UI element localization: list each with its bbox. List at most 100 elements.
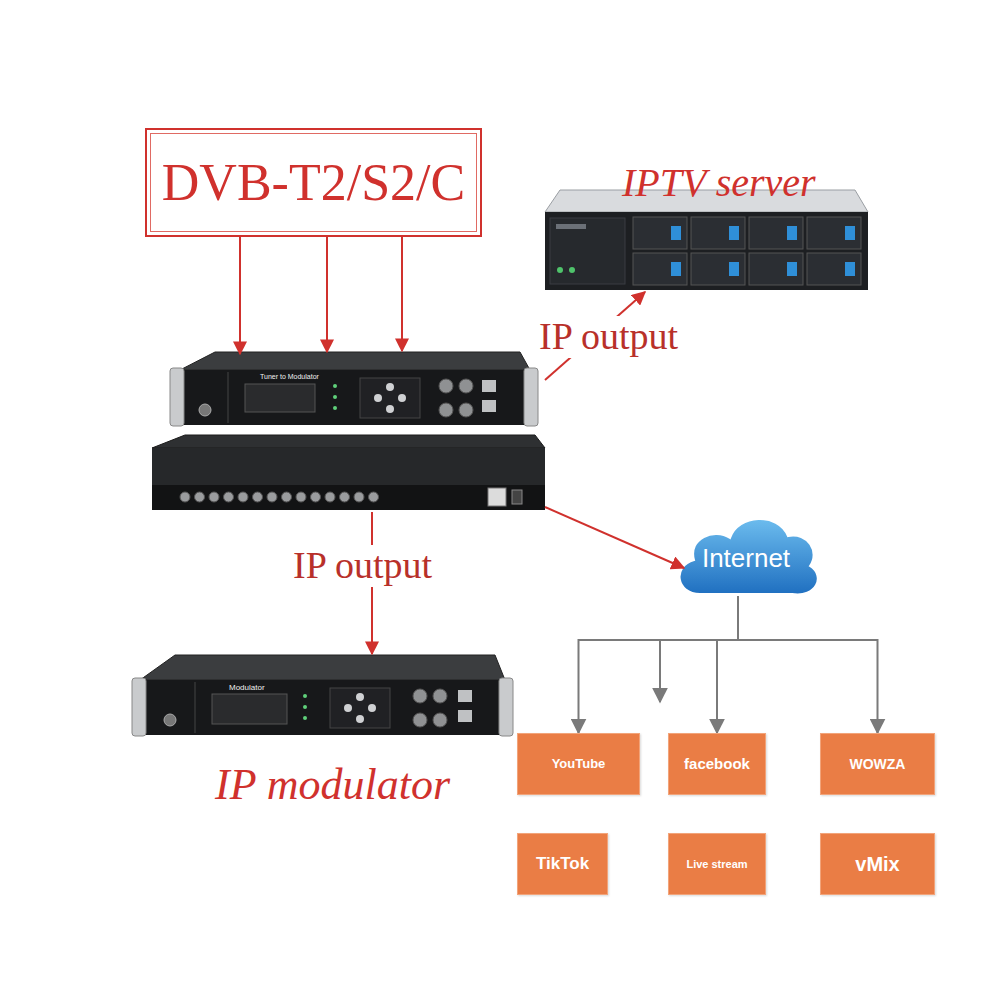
button bbox=[374, 394, 382, 402]
platform-box: TikTok bbox=[517, 833, 608, 895]
drive-tab bbox=[671, 226, 681, 240]
drive-bay bbox=[633, 253, 687, 285]
button bbox=[386, 383, 394, 391]
device-body bbox=[152, 448, 545, 485]
drive-tab bbox=[671, 262, 681, 276]
device-face bbox=[178, 370, 530, 425]
internet-cloud: Internet bbox=[682, 522, 810, 596]
bnc-connector bbox=[267, 492, 277, 502]
connector-arrow bbox=[545, 507, 684, 568]
edge-label: IP output bbox=[536, 316, 681, 358]
connector-arrow bbox=[326, 237, 328, 352]
display bbox=[245, 384, 315, 412]
rack-ear bbox=[524, 368, 538, 426]
rf-connector bbox=[459, 403, 473, 417]
platform-box: WOWZA bbox=[820, 733, 935, 795]
ethernet-port bbox=[482, 380, 496, 392]
power-switch bbox=[512, 490, 522, 504]
drive-bay bbox=[807, 217, 861, 249]
rack-ear bbox=[132, 678, 146, 736]
drive-bay bbox=[691, 217, 745, 249]
drive-tab bbox=[787, 226, 797, 240]
bnc-connector bbox=[296, 492, 306, 502]
platform-name: facebook bbox=[684, 755, 750, 772]
server-led bbox=[569, 267, 575, 273]
knob bbox=[199, 404, 211, 416]
led bbox=[333, 406, 337, 410]
device-top bbox=[152, 435, 545, 448]
button-panel bbox=[330, 688, 390, 728]
platform-box: YouTube bbox=[517, 733, 640, 795]
led bbox=[303, 716, 307, 720]
led bbox=[333, 395, 337, 399]
panel-divider bbox=[195, 682, 196, 733]
connector-arrow bbox=[239, 237, 241, 354]
drive-bay bbox=[807, 253, 861, 285]
server-front bbox=[545, 212, 868, 290]
server-panel bbox=[550, 218, 625, 284]
ethernet-port bbox=[458, 710, 472, 722]
drive-bay bbox=[749, 253, 803, 285]
device-back-panel bbox=[152, 485, 545, 510]
server-logo bbox=[556, 224, 586, 229]
rf-connector bbox=[433, 689, 447, 703]
button bbox=[368, 704, 376, 712]
platform-box: vMix bbox=[820, 833, 935, 895]
device-back bbox=[152, 435, 545, 510]
drive-bay bbox=[749, 217, 803, 249]
device-face bbox=[140, 680, 505, 735]
cloud-label: Internet bbox=[702, 544, 790, 574]
button bbox=[398, 394, 406, 402]
bnc-connector bbox=[180, 492, 190, 502]
drive-bay bbox=[691, 253, 745, 285]
bnc-connector bbox=[195, 492, 205, 502]
platform-box: Live stream bbox=[668, 833, 766, 895]
connector-arrow bbox=[717, 596, 738, 733]
bnc-connector bbox=[354, 492, 364, 502]
rf-connector bbox=[413, 689, 427, 703]
edge-label: IP output bbox=[290, 545, 435, 587]
platform-name: WOWZA bbox=[850, 756, 906, 772]
rf-connector bbox=[413, 713, 427, 727]
platform-name: Live stream bbox=[686, 858, 747, 871]
bnc-connector bbox=[224, 492, 234, 502]
rack-ear bbox=[170, 368, 184, 426]
platform-name: vMix bbox=[855, 853, 899, 876]
display bbox=[212, 694, 287, 724]
button-panel bbox=[360, 378, 420, 418]
panel-label: Modulator bbox=[229, 683, 265, 692]
connector-arrow bbox=[579, 596, 739, 733]
device-front bbox=[170, 352, 538, 426]
button bbox=[344, 704, 352, 712]
bnc-connector bbox=[238, 492, 248, 502]
standard-name: DVB-T2/S2/C bbox=[162, 153, 465, 213]
drive-tab bbox=[729, 262, 739, 276]
bnc-connector bbox=[325, 492, 335, 502]
server-led bbox=[557, 267, 563, 273]
rf-connector bbox=[433, 713, 447, 727]
cloud-shape bbox=[680, 519, 818, 595]
drive-tab bbox=[845, 226, 855, 240]
led bbox=[333, 384, 337, 388]
button bbox=[386, 405, 394, 413]
bnc-connector bbox=[311, 492, 321, 502]
button bbox=[356, 715, 364, 723]
tuner-device: Tuner to Modulator bbox=[150, 350, 545, 512]
device-top bbox=[180, 352, 530, 370]
drive-tab bbox=[845, 262, 855, 276]
bnc-connector bbox=[209, 492, 219, 502]
rack-ear bbox=[499, 678, 513, 736]
ethernet-port bbox=[458, 690, 472, 702]
connector-arrow bbox=[401, 237, 403, 351]
panel-label: Tuner to Modulator bbox=[260, 373, 319, 381]
bnc-connector bbox=[340, 492, 350, 502]
bnc-connector bbox=[282, 492, 292, 502]
platform-name: TikTok bbox=[536, 854, 589, 874]
panel-divider bbox=[228, 372, 229, 423]
device-top bbox=[140, 655, 505, 680]
drive-bay bbox=[633, 217, 687, 249]
ip-modulator: ModulatorIP modulator bbox=[133, 650, 508, 815]
drive-tab bbox=[787, 262, 797, 276]
platform-box: facebook bbox=[668, 733, 766, 795]
